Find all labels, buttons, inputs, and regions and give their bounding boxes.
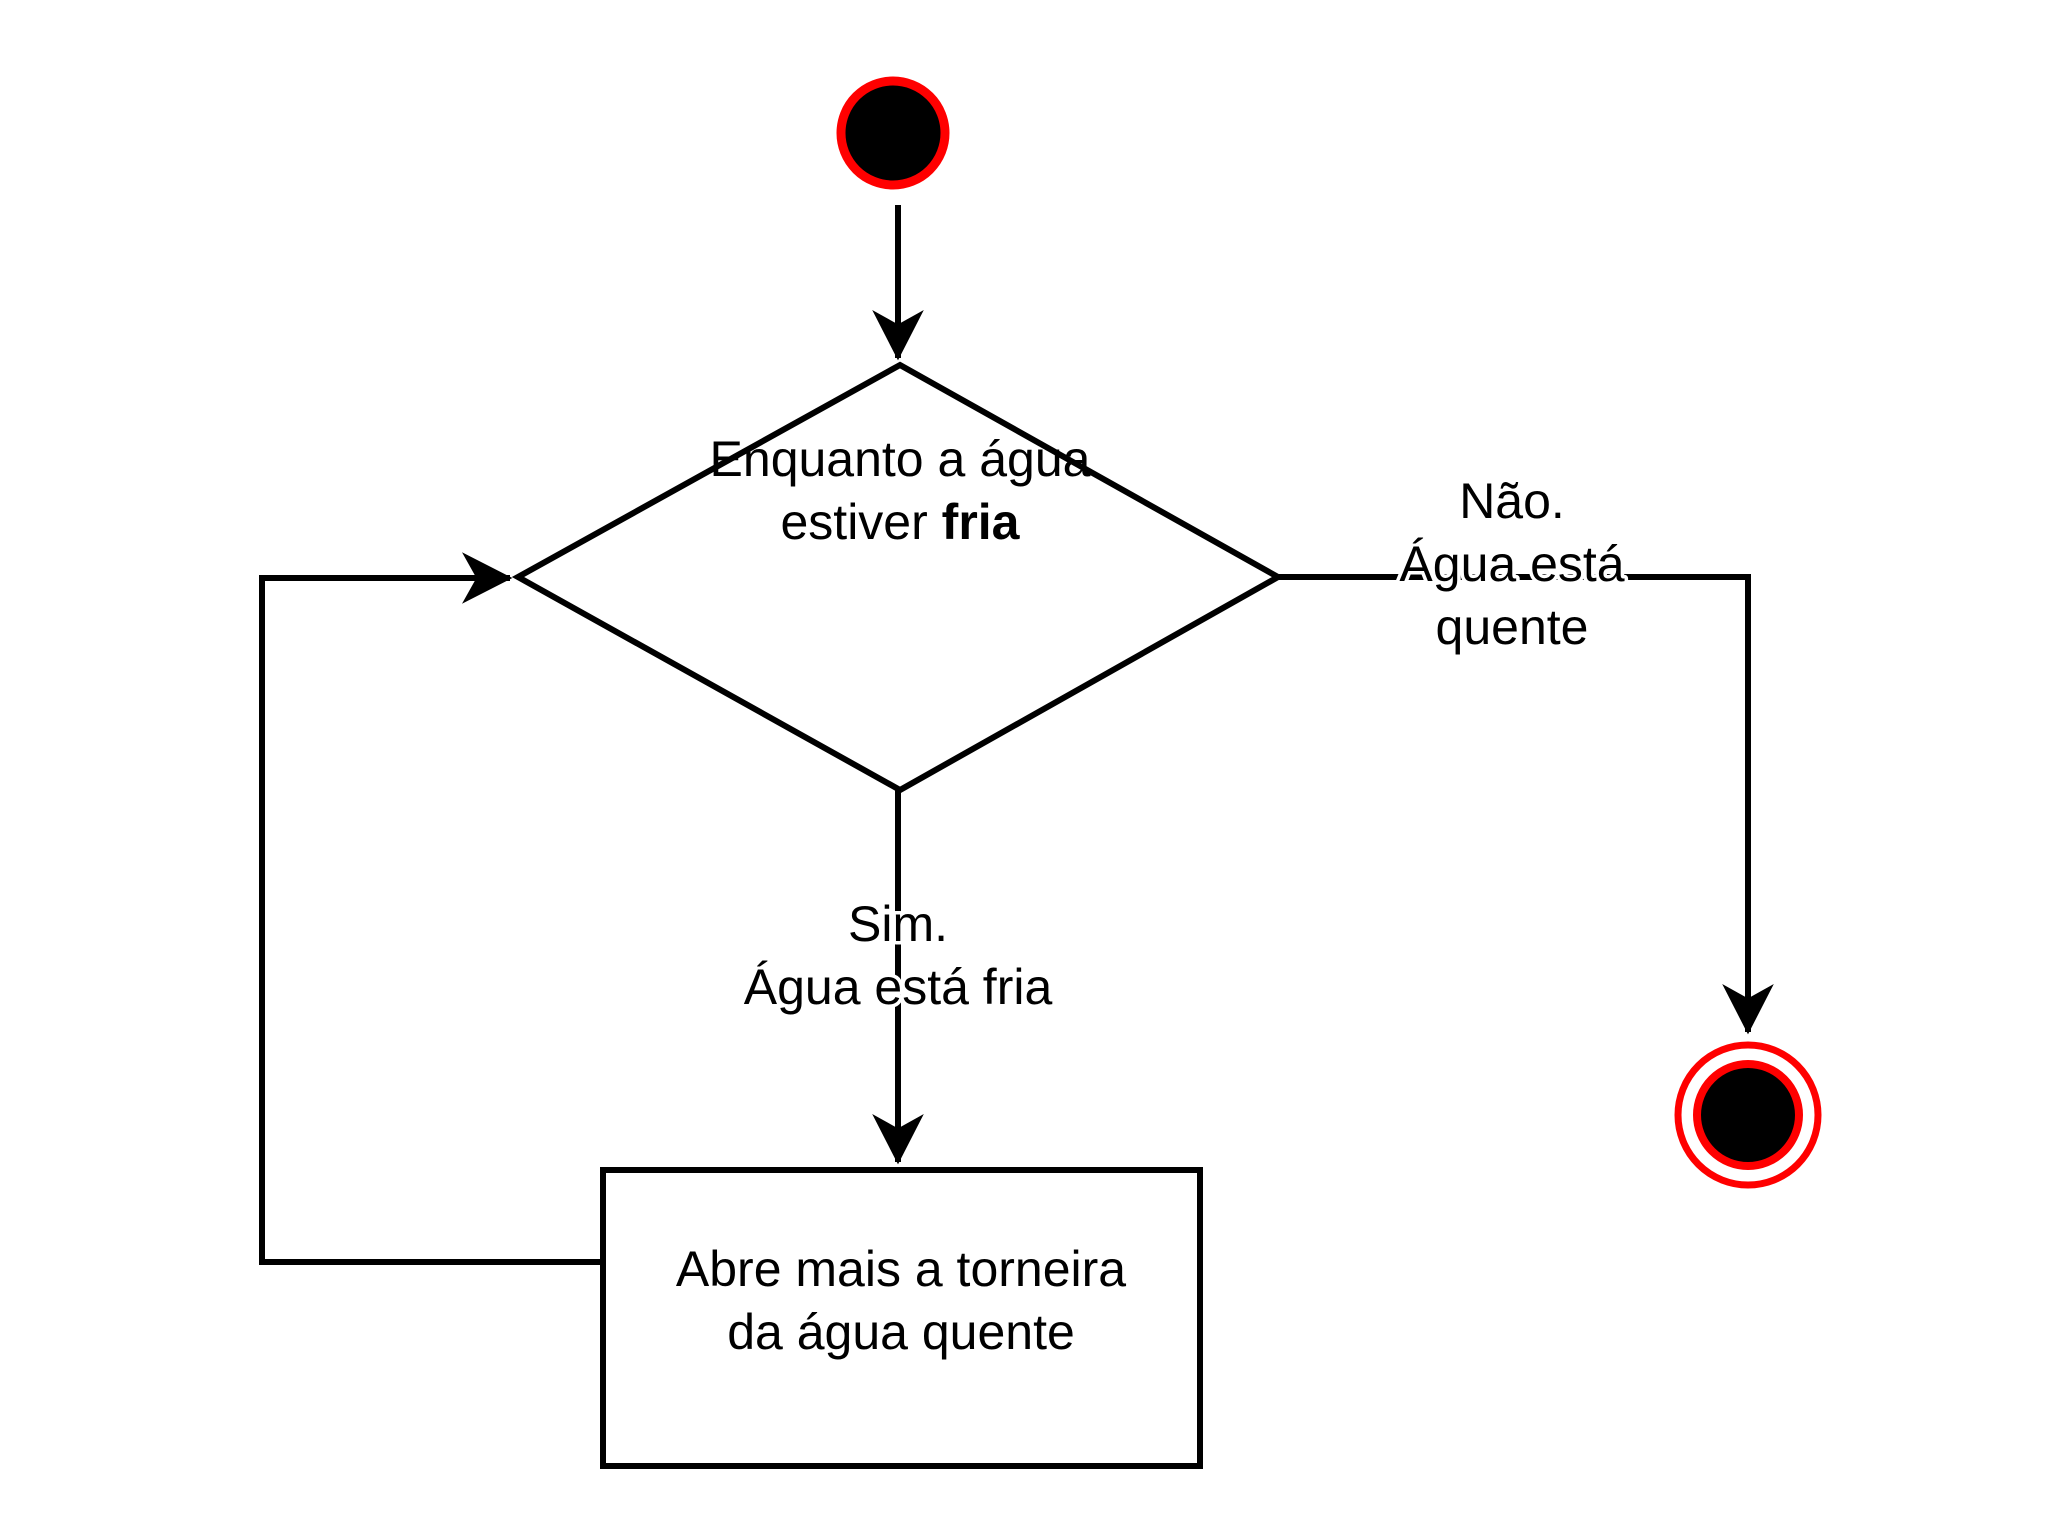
end-node-inner-disc[interactable] (1693, 1060, 1803, 1170)
start-node-circle[interactable] (836, 76, 950, 190)
action-label-line1: Abre mais a torneira (676, 1241, 1126, 1297)
decision-label-line2: estiver fria (781, 494, 1021, 550)
edge-label-yes: Sim. Água está fria (740, 893, 1056, 1019)
edge-action-loop-back-line (259, 552, 603, 1265)
edge-label-yes-line1: Sim. (848, 896, 948, 952)
edge-label-yes-line2: Água está fria (744, 959, 1053, 1015)
edge-action-loop-back (259, 552, 603, 1265)
decision-diamond-shape[interactable] (511, 361, 1285, 794)
action-label-line2: da água quente (727, 1304, 1075, 1360)
decision-label-line2-prefix: estiver (781, 494, 942, 550)
edge-label-no-line1: Não. (1459, 473, 1565, 529)
edge-decision-no (1278, 574, 1774, 1035)
edge-label-no-line2: Água está (1399, 536, 1624, 592)
edge-decision-no-line (1278, 574, 1774, 1035)
decision-label-line2-bold: fria (942, 494, 1021, 550)
end-node[interactable] (1674, 1041, 1822, 1189)
edge-label-no-line3: quente (1436, 599, 1589, 655)
action-node[interactable]: Abre mais a torneira da água quente (600, 1167, 1203, 1469)
action-box-shape[interactable] (600, 1167, 1203, 1469)
edge-label-no: Não. Água está quente (1396, 470, 1628, 659)
decision-label-line1: Enquanto a água (710, 431, 1091, 487)
decision-node[interactable]: Enquanto a água estiver fria (511, 361, 1285, 794)
start-node[interactable] (836, 76, 950, 190)
